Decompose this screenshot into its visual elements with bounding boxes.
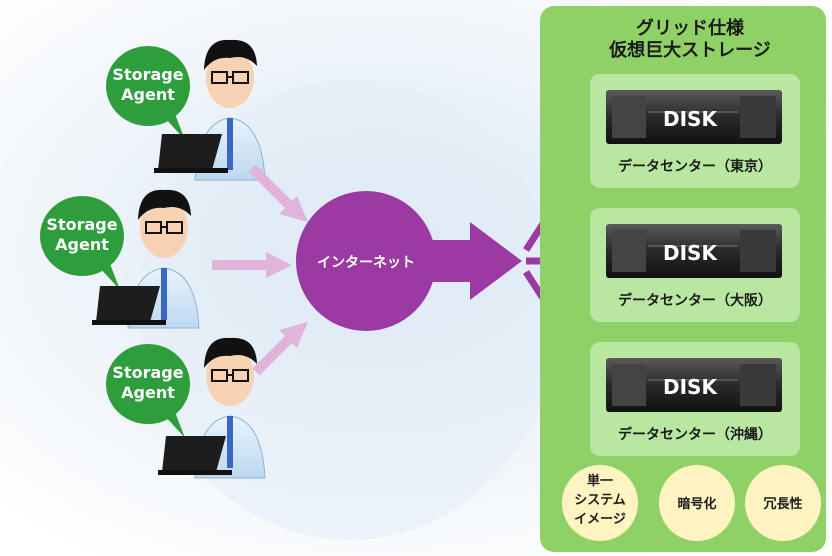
feature-line-2: システム [574, 493, 626, 508]
bubble-line-1: Storage [112, 363, 183, 382]
disk-server-icon: DISK [606, 224, 782, 278]
internet-label: インターネット [317, 255, 415, 271]
storage-title-line-1: グリッド仕様 [636, 17, 745, 39]
user-2: Storage Agent [40, 189, 200, 329]
feature-line-1: 単一 [587, 473, 613, 489]
speech-bubble: Storage Agent [106, 46, 190, 140]
datacenter-name: データセンター（大阪） [618, 292, 772, 309]
arrow-user-3 [252, 322, 308, 376]
datacenter-card-okinawa: DISK データセンター（沖縄） [590, 342, 800, 456]
datacenter-card-osaka: DISK データセンター（大阪） [590, 208, 800, 322]
disk-label: DISK [663, 107, 718, 131]
disk-label: DISK [663, 375, 718, 399]
speech-bubble: Storage Agent [40, 196, 124, 290]
laptop-icon [158, 436, 232, 475]
bubble-line-2: Agent [121, 85, 175, 104]
feature-line-3: イメージ [574, 512, 626, 527]
user-to-internet-arrows [212, 164, 308, 376]
feature-line-1: 冗長性 [763, 496, 802, 512]
bubble-line-1: Storage [112, 65, 183, 84]
disk-server-icon: DISK [606, 358, 782, 412]
feature-redundancy: 冗長性 [745, 465, 821, 541]
feature-single-system-image: 単一 システム イメージ [562, 465, 638, 541]
bubble-line-2: Agent [121, 383, 175, 402]
speech-bubble: Storage Agent [106, 344, 190, 438]
feature-line-1: 暗号化 [677, 496, 716, 512]
datacenter-name: データセンター（沖縄） [618, 426, 772, 443]
storage-title-line-2: 仮想巨大ストレージ [608, 39, 771, 61]
virtual-storage-panel: グリッド仕様 仮想巨大ストレージ DISK データセンター（東京） DISK [540, 6, 826, 552]
feature-encryption: 暗号化 [659, 465, 735, 541]
bubble-line-1: Storage [46, 215, 117, 234]
datacenter-name: データセンター（東京） [618, 158, 772, 175]
datacenter-card-tokyo: DISK データセンター（東京） [590, 74, 800, 188]
disk-server-icon: DISK [606, 90, 782, 144]
bubble-line-2: Agent [55, 235, 109, 254]
internet-node: インターネット [296, 191, 522, 331]
disk-label: DISK [663, 241, 718, 265]
user-1: Storage Agent [106, 39, 266, 181]
arrow-user-1 [248, 164, 308, 222]
laptop-icon [154, 134, 228, 173]
user-3: Storage Agent [106, 337, 266, 479]
internet-arrow [430, 222, 522, 300]
arrow-user-2 [212, 252, 292, 278]
laptop-icon [92, 286, 166, 325]
